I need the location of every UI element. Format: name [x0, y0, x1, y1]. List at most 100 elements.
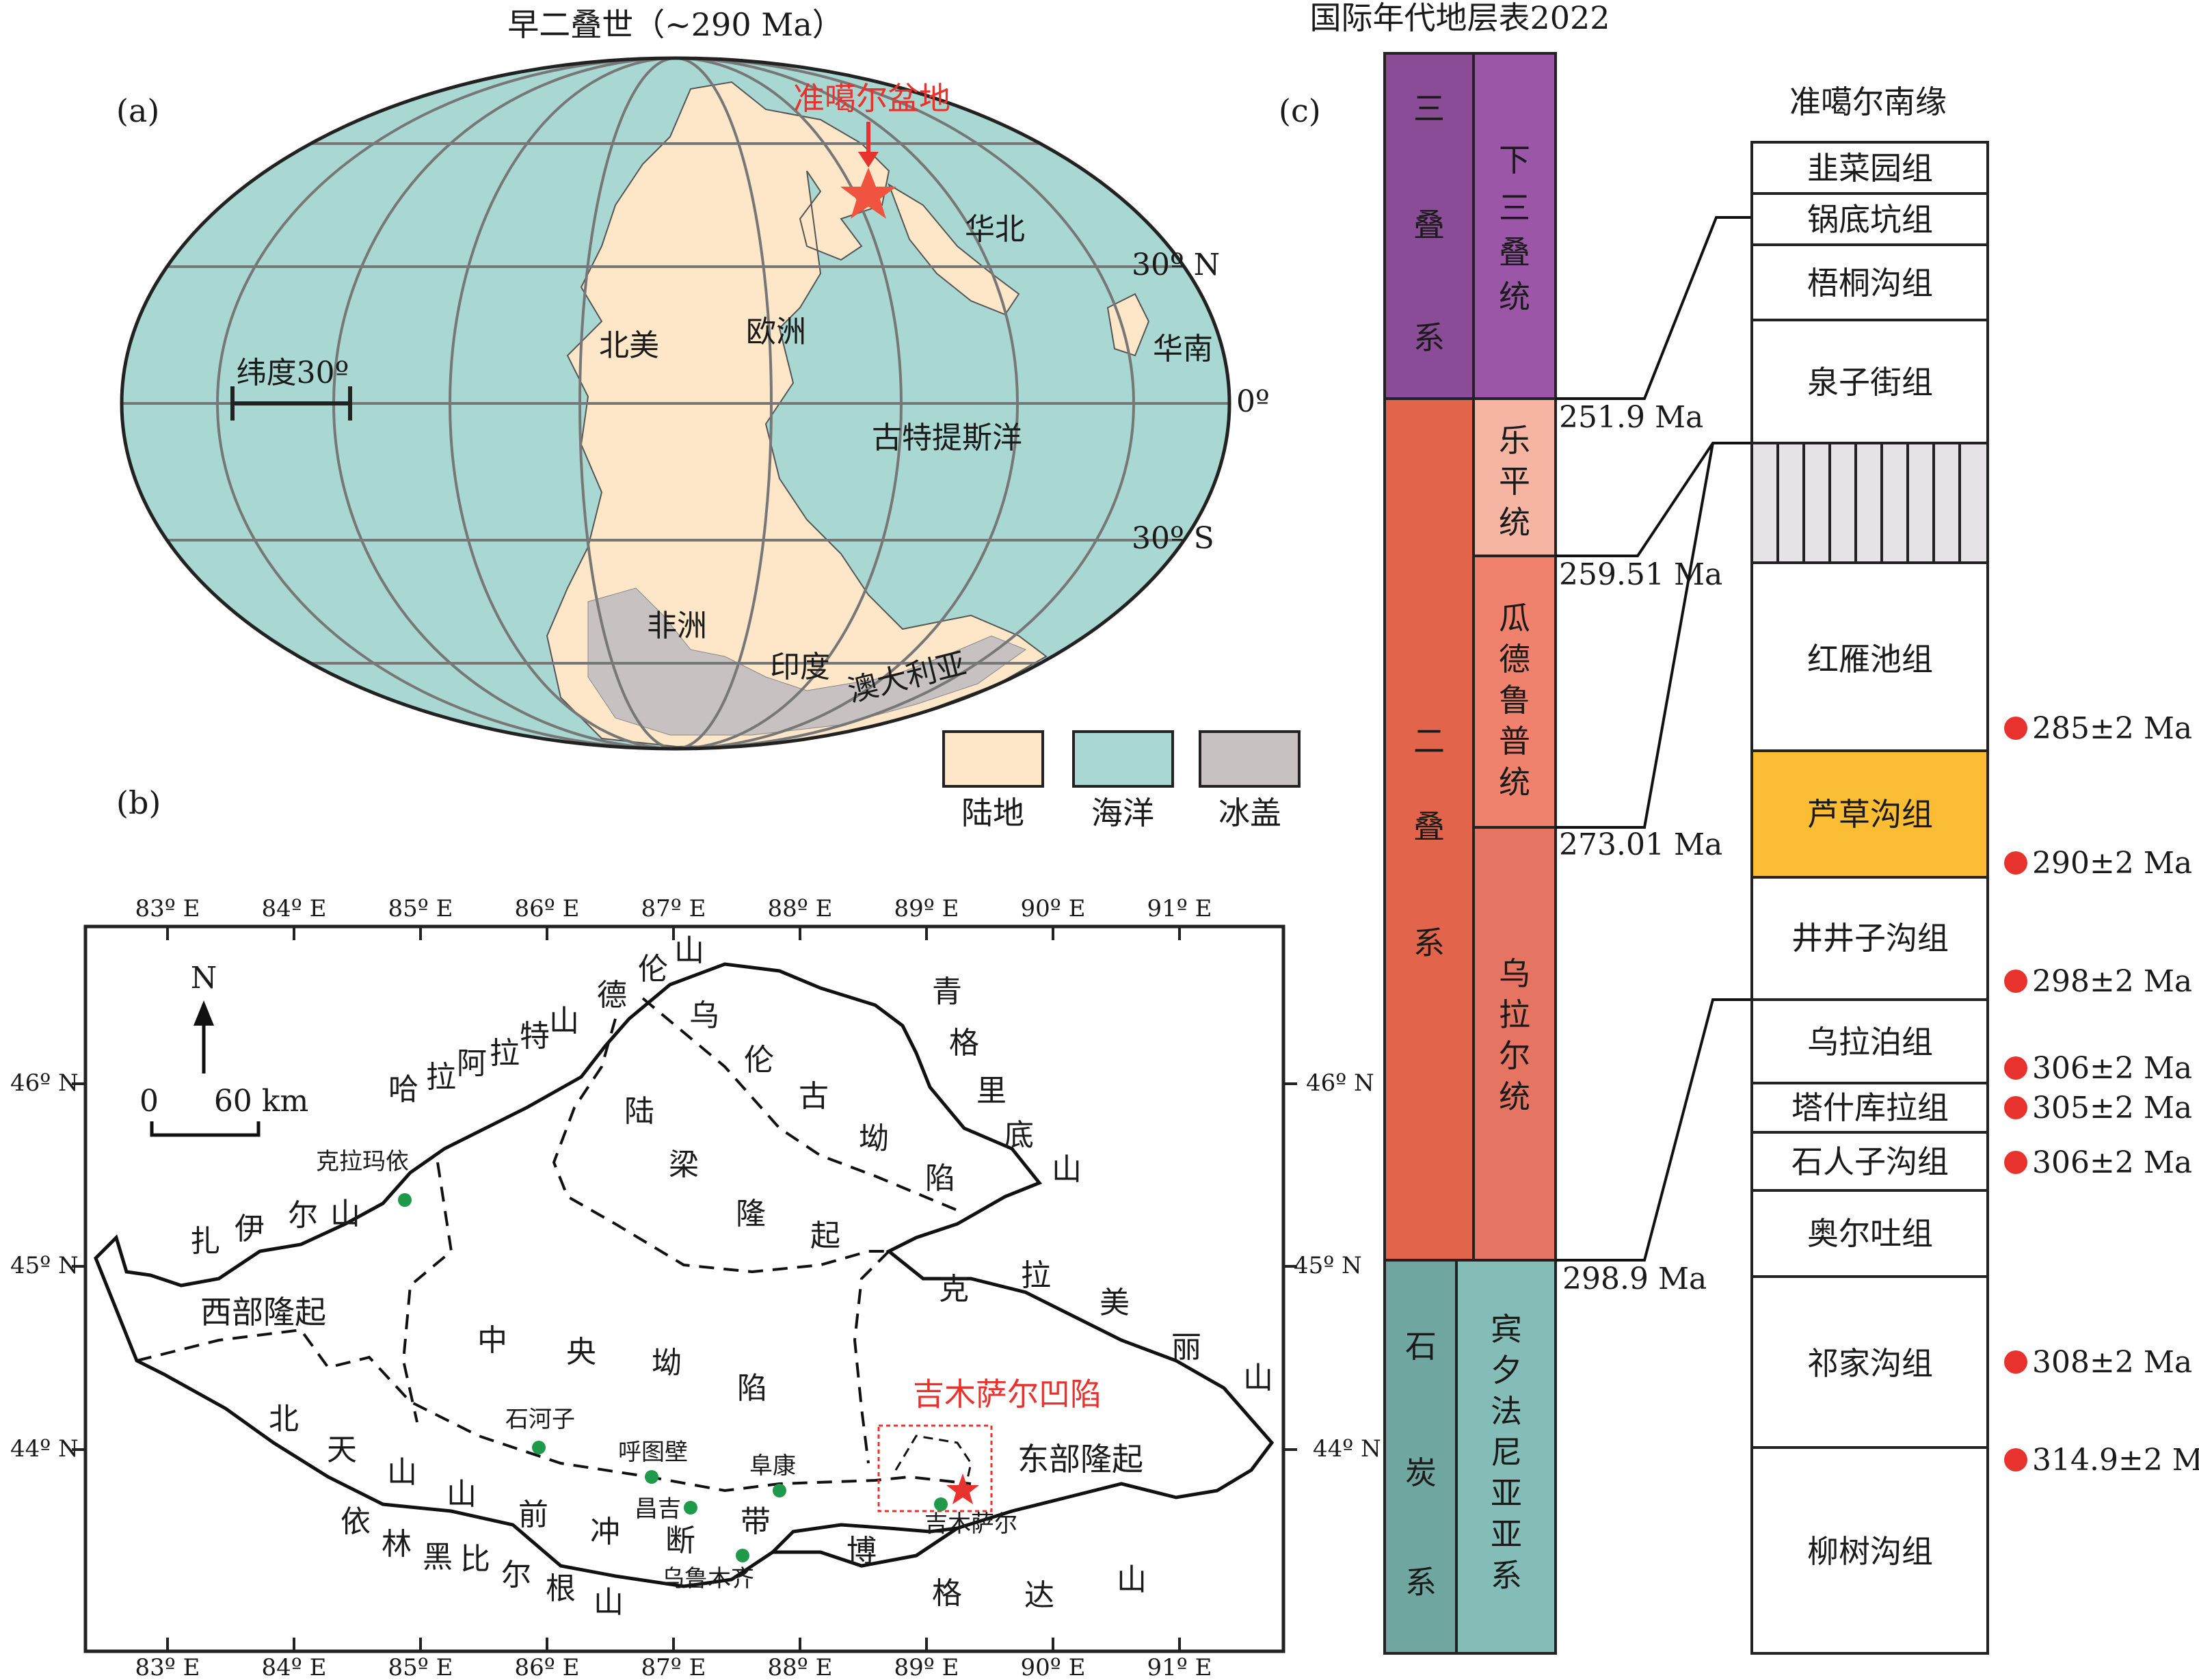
- char-car-2: 系: [1405, 1564, 1437, 1601]
- char-ci-1: 拉: [1499, 996, 1530, 1033]
- latitude-scale-bar: 纬度30º: [230, 356, 352, 421]
- top-tick-label: 91º E: [1147, 895, 1212, 922]
- char-hala-4: 特: [520, 1019, 550, 1054]
- fm-hiatus: [1750, 442, 1989, 564]
- char-boge-2: 达: [1024, 1578, 1054, 1613]
- char-qinggeli-0: 青: [932, 974, 962, 1009]
- panel-c-label: (c): [1279, 92, 1321, 129]
- char-zhongyang-3: 陷: [737, 1371, 767, 1406]
- map-frame: [83, 924, 1285, 1653]
- char-per-0: 二: [1413, 723, 1445, 760]
- legend-swatch-land: [942, 730, 1044, 788]
- jimusaer-star-icon: [946, 1474, 979, 1504]
- bottom-tick-label: 89º E: [894, 1654, 959, 1680]
- age-label-7: 314.9±2 Ma: [2032, 1443, 2199, 1478]
- fm-label-6: 芦草沟组: [1807, 796, 1933, 833]
- fm-label-8: 乌拉泊组: [1807, 1024, 1933, 1061]
- char-delun-1: 伦: [638, 952, 668, 987]
- city-fukang: 阜康: [749, 1452, 796, 1480]
- city-hutubi: 呼图壁: [618, 1439, 688, 1466]
- panel-a-label: (a): [116, 92, 159, 129]
- basin-arrow-head: [858, 152, 879, 168]
- legend-label-ice: 冰盖: [1218, 795, 1281, 831]
- top-tick-label: 86º E: [515, 895, 580, 922]
- char-qinggeli-1: 格: [949, 1026, 979, 1061]
- panel-c: (c) 国际年代地层表2022 准噶尔南缘 三 叠 系 二 叠 系 石 炭 系 …: [1279, 0, 2199, 1655]
- char-delun-0: 德: [597, 978, 627, 1013]
- jimusaer-label: 吉木萨尔凹陷: [913, 1376, 1102, 1413]
- city-dot-changji: [684, 1501, 697, 1515]
- fm-label-0: 韭菜园组: [1807, 150, 1933, 187]
- city-jimusaer: 吉木萨尔: [924, 1510, 1017, 1538]
- region-south-china: 华南: [1153, 332, 1213, 366]
- char-beitian-7: 带: [741, 1504, 771, 1539]
- panel-a: 早二叠世（~290 Ma） (a): [116, 6, 1301, 831]
- char-beitian-4: 前: [518, 1497, 548, 1532]
- legend-swatch-ice: [1199, 730, 1301, 788]
- char-zhayi-3: 山: [330, 1197, 360, 1231]
- dating-markers: 285±2 Ma 290±2 Ma 298±2 Ma 306±2 Ma 305±…: [2004, 711, 2199, 1478]
- char-ci-3: 统: [1499, 1078, 1530, 1115]
- lat-tick-right-46: 46º N: [1306, 1069, 1374, 1097]
- north-arrow: N: [191, 961, 217, 1074]
- formation-column: 韭菜园组 锅底坑组 梧桐沟组 泉子街组 红雁池组 芦草沟组 井井子沟组 乌拉泊组…: [1750, 141, 1989, 1655]
- fm-label-5: 红雁池组: [1807, 641, 1933, 678]
- char-lo-1: 平: [1499, 463, 1530, 500]
- char-luliang-3: 起: [810, 1218, 840, 1253]
- char-gu-4: 统: [1499, 764, 1530, 801]
- fm-jingjingzigou: [1750, 876, 1989, 1001]
- char-lt-1: 三: [1499, 189, 1530, 226]
- char-delun-2: 山: [674, 933, 704, 968]
- char-kelamei-0: 克: [939, 1272, 969, 1307]
- char-lt-2: 叠: [1499, 234, 1530, 271]
- char-boge-0: 博: [847, 1534, 877, 1569]
- char-pe-0: 宾: [1491, 1311, 1522, 1348]
- bottom-tick-label: 88º E: [768, 1654, 833, 1680]
- system-chars: 三 叠 系 二 叠 系 石 炭 系: [1405, 90, 1445, 1601]
- top-tick-label: 84º E: [262, 895, 327, 922]
- fm-liushugou: [1750, 1446, 1989, 1655]
- age-label-1: 290±2 Ma: [2032, 846, 2192, 881]
- char-zhongyang-0: 中: [477, 1323, 507, 1358]
- char-car-1: 炭: [1405, 1454, 1437, 1491]
- char-lt-3: 统: [1499, 278, 1530, 315]
- bottom-tick-label: 83º E: [135, 1654, 200, 1680]
- cities: 克拉玛依 石河子 呼图壁 阜康 昌吉 乌鲁木齐 吉木萨尔: [316, 1148, 1017, 1592]
- south-china-block: [1106, 293, 1150, 357]
- fm-label-1: 锅底坑组: [1807, 201, 1933, 238]
- char-wulun-0: 乌: [689, 998, 719, 1033]
- top-tick-label: 88º E: [768, 895, 833, 922]
- char-lo-0: 乐: [1499, 422, 1530, 459]
- char-beitian-0: 北: [269, 1402, 299, 1437]
- city-dot-hutubi: [645, 1470, 658, 1484]
- bottom-tick-label: 86º E: [515, 1654, 580, 1680]
- basin-label: 准噶尔盆地: [793, 80, 950, 117]
- fm-label-7: 井井子沟组: [1791, 920, 1949, 957]
- char-luliang-0: 陆: [624, 1094, 654, 1129]
- age-label-0: 285±2 Ma: [2032, 711, 2192, 746]
- pangea-landmass: [546, 81, 1048, 748]
- char-wulun-1: 伦: [744, 1043, 774, 1078]
- char-zhayi-0: 扎: [190, 1224, 220, 1259]
- basin-star-icon: [840, 168, 896, 219]
- char-per-1: 叠: [1413, 808, 1445, 845]
- char-lo-2: 统: [1499, 504, 1530, 541]
- age-dot-5: [2004, 1151, 2027, 1174]
- boundary-298: 298.9 Ma: [1562, 1262, 1707, 1296]
- char-yilin-0: 依: [341, 1504, 371, 1539]
- fm-label-11: 奥尔吐组: [1807, 1215, 1933, 1252]
- char-ci-0: 乌: [1499, 955, 1530, 992]
- char-hala-5: 山: [549, 1004, 579, 1039]
- char-beitian-3: 山: [447, 1477, 477, 1512]
- char-tri-2: 系: [1413, 319, 1445, 356]
- region-west-uplift: 西部隆起: [200, 1294, 326, 1331]
- scale-bar: 0 60 km: [139, 1084, 308, 1137]
- lat-0: 0º: [1236, 384, 1270, 419]
- char-beitian-6: 断: [665, 1523, 695, 1558]
- char-zhayi-2: 尔: [288, 1198, 318, 1233]
- top-tick-label: 89º E: [894, 895, 959, 922]
- legend: 陆地 海洋 冰盖: [942, 730, 1301, 831]
- char-qinggeli-3: 底: [1004, 1118, 1034, 1153]
- region-paleo-tethys: 古特提斯洋: [872, 421, 1022, 455]
